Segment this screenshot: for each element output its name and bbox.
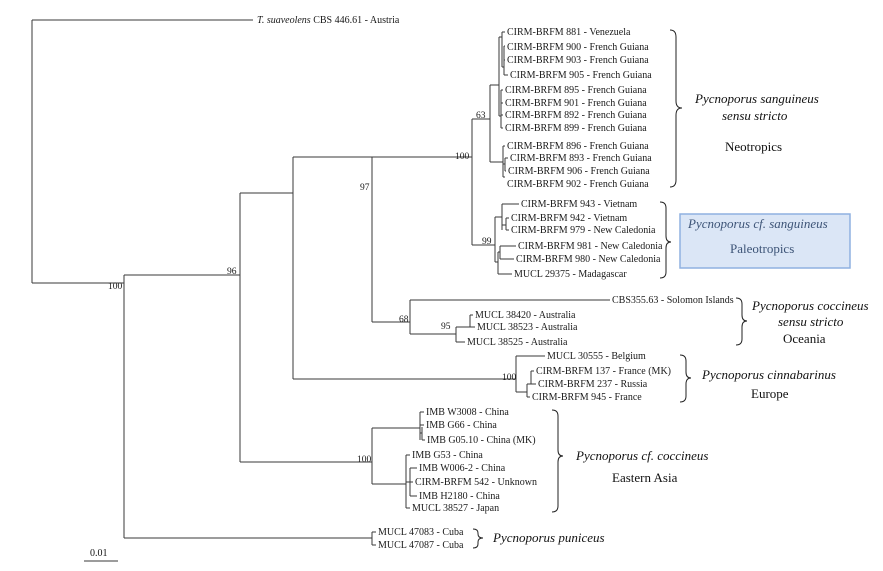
coccineus-clade-title: Pycnoporus coccineus	[751, 298, 869, 313]
paleotropics-region-label: Paleotropics	[730, 241, 794, 256]
brace-puniceus	[472, 528, 484, 549]
leaf-label: MUCL 30555 - Belgium	[547, 351, 646, 362]
tree-branches	[31, 19, 610, 546]
leaf-label: IMB W006-2 - China	[419, 463, 506, 474]
support-value: 63	[476, 111, 486, 121]
leaf-label: CIRM-BRFM 906 - French Guiana	[508, 166, 650, 177]
leaf-label: MUCL 38523 - Australia	[477, 322, 578, 333]
leaf-label: CIRM-BRFM 542 - Unknown	[415, 477, 537, 488]
leaf-label: MUCL 29375 - Madagascar	[514, 269, 627, 280]
brace-cf-coccineus	[551, 409, 564, 513]
cf-sanguineus-clade-title: Pycnoporus cf. sanguineus	[687, 216, 828, 231]
leaf-label: MUCL 38420 - Australia	[475, 310, 576, 321]
support-value: 96	[227, 267, 237, 277]
support-value: 97	[360, 183, 370, 193]
leaf-label: CIRM-BRFM 981 - New Caledonia	[518, 241, 663, 252]
leaf-label: CIRM-BRFM 901 - French Guiana	[505, 98, 647, 109]
support-values: 100 96 97 100 63 99 68 95 100 100	[108, 111, 517, 465]
leaf-label: CIRM-BRFM 900 - French Guiana	[507, 42, 649, 53]
scale-bar: 0.01	[84, 548, 118, 562]
leaf-label: CIRM-BRFM 945 - France	[532, 392, 642, 403]
sanguineus-clade-subtitle: sensu stricto	[722, 108, 788, 123]
leaf-label: MUCL 38525 - Australia	[467, 337, 568, 348]
leaf-label: CIRM-BRFM 943 - Vietnam	[521, 199, 637, 210]
brace-coccineus	[735, 297, 748, 346]
leaf-label: IMB H2180 - China	[419, 491, 500, 502]
strain-info: CBS 446.61 - Austria	[311, 15, 400, 26]
scale-bar-label: 0.01	[90, 548, 108, 559]
oceania-region-label: Oceania	[783, 331, 826, 346]
leaf-label: MUCL 38527 - Japan	[412, 503, 499, 514]
support-value: 95	[441, 322, 451, 332]
clade-braces	[472, 29, 748, 549]
leaf-label: MUCL 47087 - Cuba	[378, 540, 464, 551]
coccineus-clade-subtitle: sensu stricto	[778, 314, 844, 329]
cinnabarinus-clade-title: Pycnoporus cinnabarinus	[701, 367, 836, 382]
leaf-label: CIRM-BRFM 896 - French Guiana	[507, 141, 649, 152]
sanguineus-clade-title: Pycnoporus sanguineus	[694, 91, 819, 106]
brace-cf-sanguineus	[659, 201, 672, 279]
leaf-label: CIRM-BRFM 903 - French Guiana	[507, 55, 649, 66]
leaf-label: CIRM-BRFM 899 - French Guiana	[505, 123, 647, 134]
leaf-label: CIRM-BRFM 979 - New Caledonia	[511, 225, 656, 236]
leaf-label-tsuaveolens: T. suaveolens CBS 446.61 - Austria	[257, 15, 400, 26]
puniceus-clade-title: Pycnoporus puniceus	[492, 530, 605, 545]
eastern-asia-region-label: Eastern Asia	[612, 470, 678, 485]
leaf-label: CIRM-BRFM 892 - French Guiana	[505, 110, 647, 121]
leaf-label: CIRM-BRFM 942 - Vietnam	[511, 213, 627, 224]
support-value: 100	[455, 152, 470, 162]
cf-coccineus-clade-title: Pycnoporus cf. coccineus	[575, 448, 708, 463]
support-value: 100	[108, 282, 123, 292]
support-value: 68	[399, 315, 409, 325]
paleotropics-highlight-box	[679, 213, 851, 269]
leaf-label: IMB G53 - China	[412, 450, 483, 461]
leaf-label: IMB G66 - China	[426, 420, 497, 431]
brace-sanguineus	[669, 29, 683, 188]
leaf-label: CIRM-BRFM 905 - French Guiana	[510, 70, 652, 81]
support-value: 100	[502, 373, 517, 383]
leaf-label: IMB W3008 - China	[426, 407, 509, 418]
leaf-label: IMB G05.10 - China (MK)	[427, 435, 536, 446]
leaf-labels: T. suaveolens CBS 446.61 - Austria CIRM-…	[257, 15, 734, 551]
europe-region-label: Europe	[751, 386, 789, 401]
leaf-label: CIRM-BRFM 895 - French Guiana	[505, 85, 647, 96]
leaf-label: CIRM-BRFM 980 - New Caledonia	[516, 254, 661, 265]
species-name-italic: T. suaveolens	[257, 15, 311, 26]
leaf-label: MUCL 47083 - Cuba	[378, 527, 464, 538]
leaf-label: CIRM-BRFM 881 - Venezuela	[507, 27, 631, 38]
leaf-label: CIRM-BRFM 902 - French Guiana	[507, 179, 649, 190]
leaf-label: CIRM-BRFM 237 - Russia	[538, 379, 648, 390]
brace-cinnabarinus	[679, 354, 692, 403]
leaf-label: CBS355.63 - Solomon Islands	[612, 295, 734, 306]
leaf-label: CIRM-BRFM 137 - France (MK)	[536, 366, 671, 377]
support-value: 99	[482, 237, 492, 247]
leaf-label: CIRM-BRFM 893 - French Guiana	[510, 153, 652, 164]
support-value: 100	[357, 455, 372, 465]
neotropics-region-label: Neotropics	[725, 139, 782, 154]
